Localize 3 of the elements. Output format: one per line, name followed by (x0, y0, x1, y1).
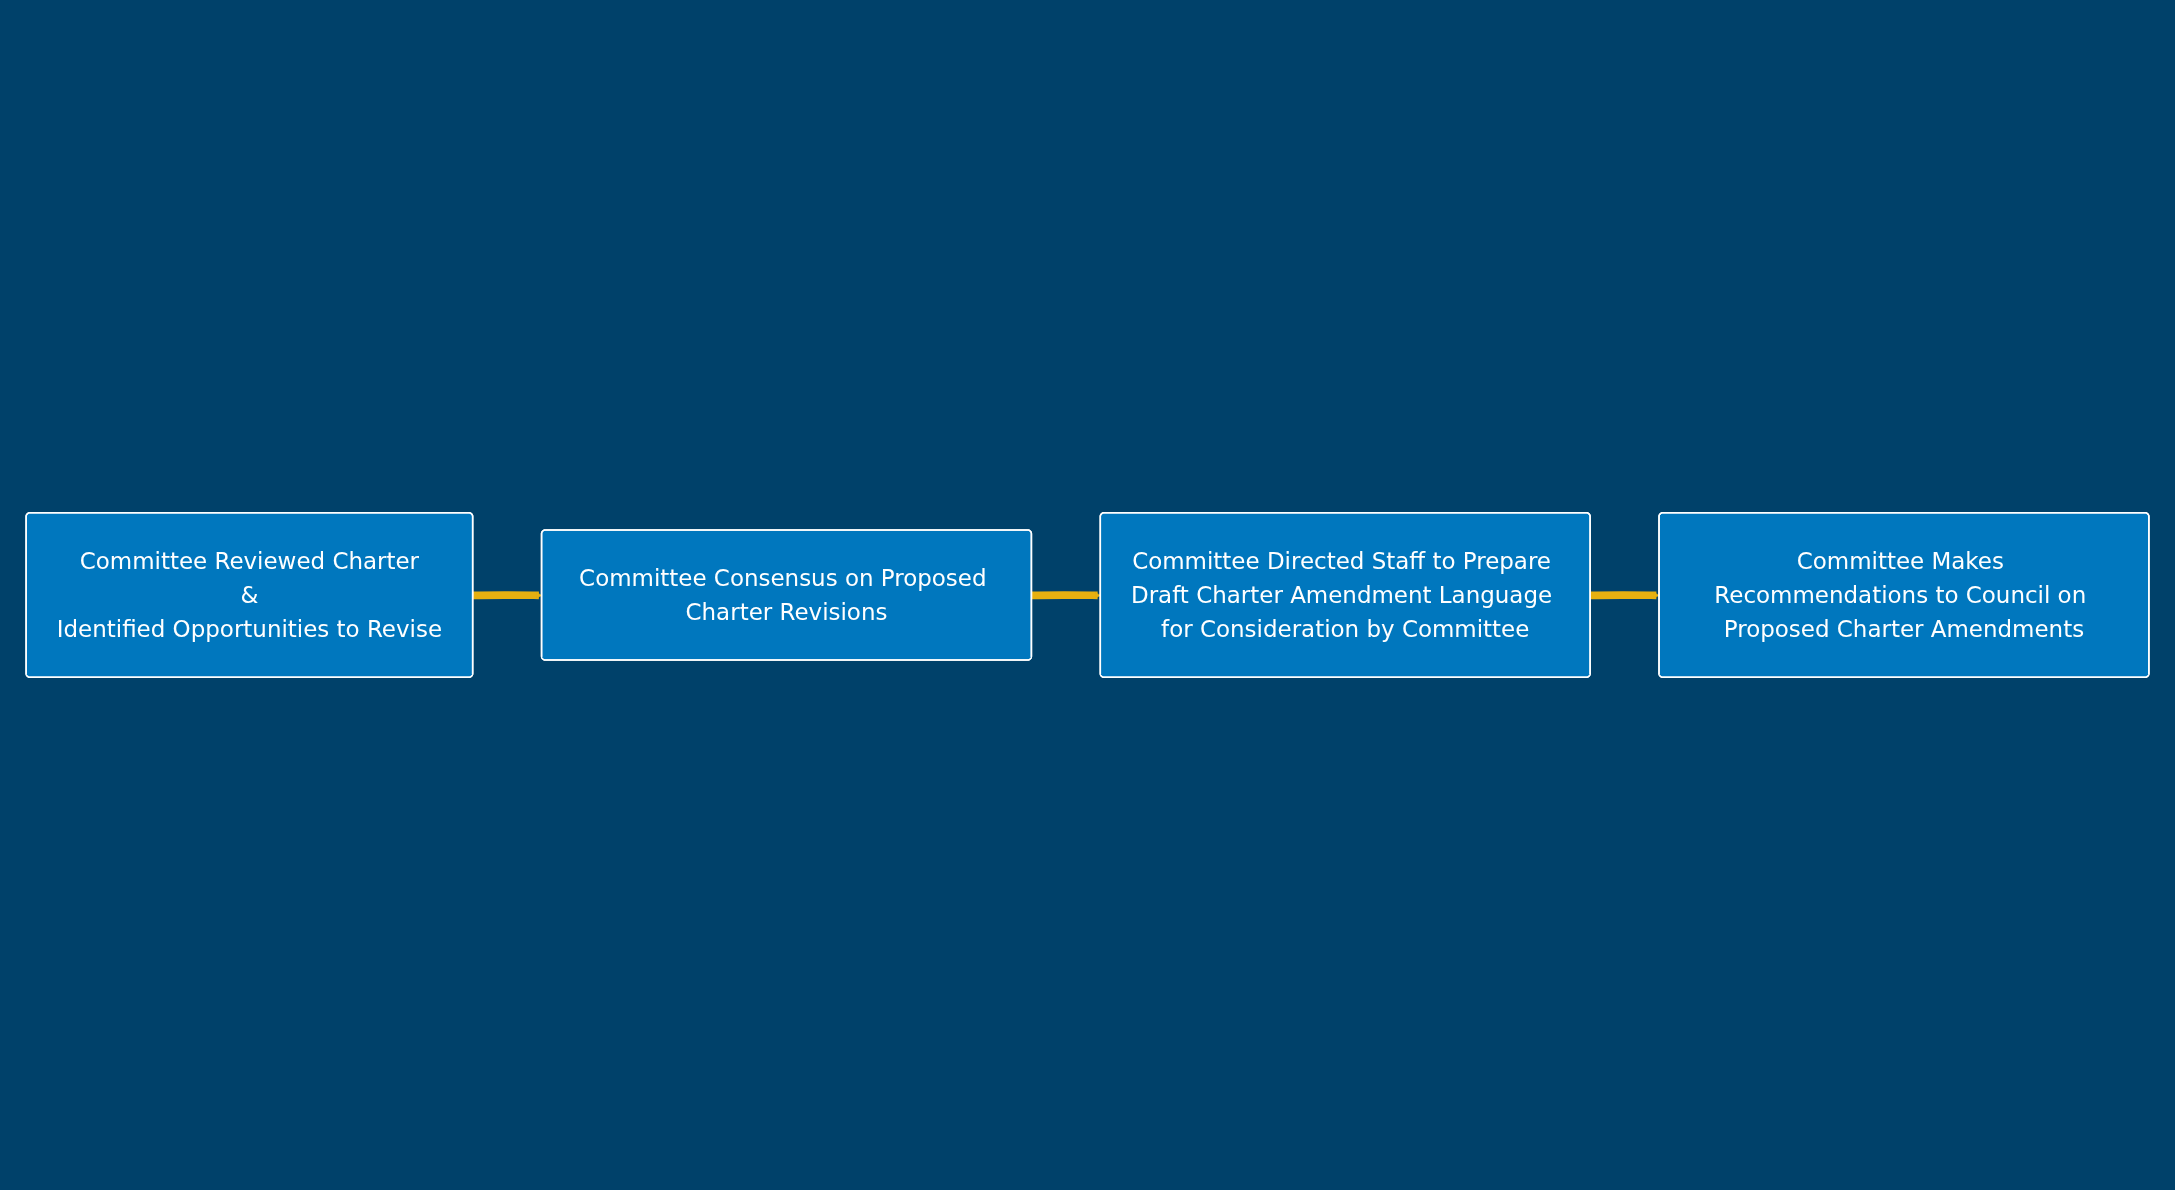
arrow (1031, 591, 1101, 600)
arrow (473, 591, 543, 600)
arrow (1590, 591, 1660, 600)
